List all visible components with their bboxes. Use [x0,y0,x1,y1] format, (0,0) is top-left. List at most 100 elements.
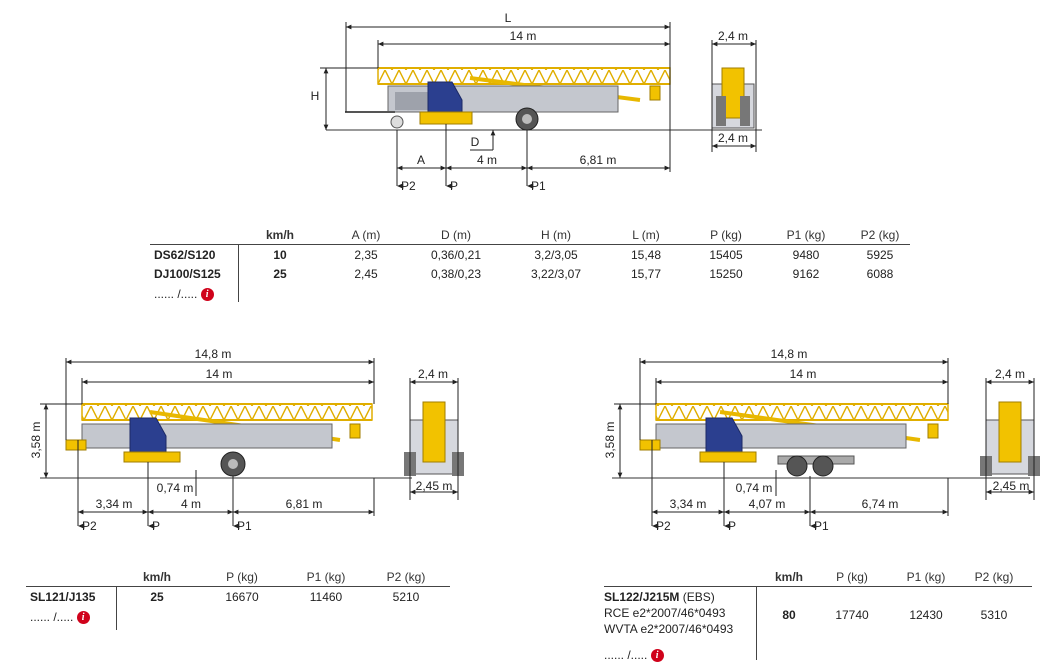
dim-14m: 14 m [510,29,537,43]
top-spec-table: km/h A (m) D (m) H (m) L (m) P (kg) P1 (… [150,226,920,306]
cell: 3,22/3,07 [530,267,582,281]
dim-width-bottom: 2,45 m [993,479,1030,493]
dim-D: D [471,135,480,149]
dim-4m: 4 m [477,153,497,167]
cell: 16670 [225,590,259,604]
right-dimension-lines [614,358,1035,529]
more-models: ...... /..... i [30,610,90,625]
dim-674m: 6,74 m [862,497,899,511]
dim-407m: 4,07 m [749,497,786,511]
dim-width-top: 2,4 m [995,367,1025,381]
more-models-text: ...... /..... [154,287,198,301]
cell: 5210 [392,590,420,604]
load-P: P [728,519,736,533]
col-P: P (kg) [836,570,868,584]
cell: 0,38/0,23 [430,267,482,281]
dim-width-top: 2,4 m [418,367,448,381]
model-DJ100-S125: DJ100/S125 [154,267,221,281]
dim-width-bottom: 2,45 m [416,479,453,493]
load-P: P [450,179,458,193]
cell: 6088 [866,267,894,281]
right-spec-table: km/h P (kg) P1 (kg) P2 (kg) SL122/J215M … [604,568,1036,664]
col-P2: P2 (kg) [860,228,900,242]
load-P: P [152,519,160,533]
model-DS62-S120: DS62/S120 [154,248,216,262]
col-P1: P1 (kg) [786,228,826,242]
info-icon[interactable]: i [76,611,90,625]
load-P2: P2 [82,519,97,533]
load-P2: P2 [656,519,671,533]
col-P2: P2 (kg) [386,570,426,584]
cell: 15405 [709,248,743,262]
cell: 17740 [835,608,869,622]
info-icon[interactable]: i [650,649,664,663]
right-crane-side-view [612,403,1030,479]
col-kmh: km/h [265,228,294,242]
dim-358m: 3,58 m [603,422,617,459]
cell: 25 [150,590,164,604]
cell: 2,45 [354,267,378,281]
right-crane-front-view [980,401,1040,476]
cell: 9162 [792,267,820,281]
load-P2: P2 [401,179,416,193]
dim-A: A [417,153,425,167]
cell: 12430 [909,608,943,622]
dim-074m: 0,74 m [736,481,773,495]
left-dimension-lines [40,358,459,529]
model-suffix: (EBS) [682,590,715,604]
load-P1: P1 [237,519,252,533]
approval-wvta: WVTA e2*2007/46*0493 [604,622,734,636]
col-L: L (m) [632,228,660,242]
top-dimension-lines [320,22,757,189]
cell: 15,77 [630,267,662,281]
cell: 0,36/0,21 [430,248,482,262]
model-SL121-J135: SL121/J135 [30,590,96,604]
model-SL122-J215M: SL122/J215M (EBS) [604,590,715,604]
dim-334m: 3,34 m [670,497,707,511]
more-models: ...... /..... i [604,648,664,663]
dim-358m: 3,58 m [29,422,43,459]
cell: 5310 [980,608,1008,622]
right-dimension-labels: 14,8 m 14 m 3,58 m 2,4 m 2,45 m 0,74 m 3… [603,347,1029,533]
approval-rce: RCE e2*2007/46*0493 [604,606,726,620]
left-crane-front-view [404,401,464,476]
cell: 5925 [866,248,894,262]
cell: 10 [273,248,287,262]
col-P2: P2 (kg) [974,570,1014,584]
cell: 2,35 [354,248,378,262]
dim-14m: 14 m [206,367,233,381]
dim-L: L [505,11,512,25]
col-kmh: km/h [142,570,171,584]
cell: 15,48 [630,248,662,262]
left-spec-table: km/h P (kg) P1 (kg) P2 (kg) SL121/J135 2… [26,568,456,632]
more-models-text: ...... /..... [604,648,648,662]
col-P1: P1 (kg) [306,570,346,584]
info-icon[interactable]: i [200,288,214,302]
model-name: SL122/J215M [604,590,680,604]
cell: 9480 [792,248,820,262]
dim-148m: 14,8 m [771,347,808,361]
dim-148m: 14,8 m [195,347,232,361]
cell: 25 [273,267,287,281]
dim-334m: 3,34 m [96,497,133,511]
left-dimension-labels: 14,8 m 14 m 3,58 m 2,4 m 2,45 m 0,74 m 3… [29,347,452,533]
col-A: A (m) [351,228,381,242]
top-dimension-labels: L 14 m H 2,4 m 2,4 m A D 4 m 6,81 m P2 P… [311,11,748,193]
dim-4m: 4 m [181,497,201,511]
dim-width-top: 2,4 m [718,29,748,43]
more-models-text: ...... /..... [30,610,74,624]
cell: 11460 [309,590,343,604]
col-H: H (m) [541,228,571,242]
top-crane-side-view [326,67,700,131]
cell: 3,2/3,05 [534,248,578,262]
load-P1: P1 [531,179,546,193]
col-P1: P1 (kg) [906,570,946,584]
col-kmh: km/h [774,570,803,584]
col-D: D (m) [441,228,471,242]
cell: 15250 [709,267,743,281]
cell: 80 [782,608,796,622]
dim-074m: 0,74 m [157,481,194,495]
left-crane-side-view [40,403,412,479]
col-P: P (kg) [710,228,742,242]
